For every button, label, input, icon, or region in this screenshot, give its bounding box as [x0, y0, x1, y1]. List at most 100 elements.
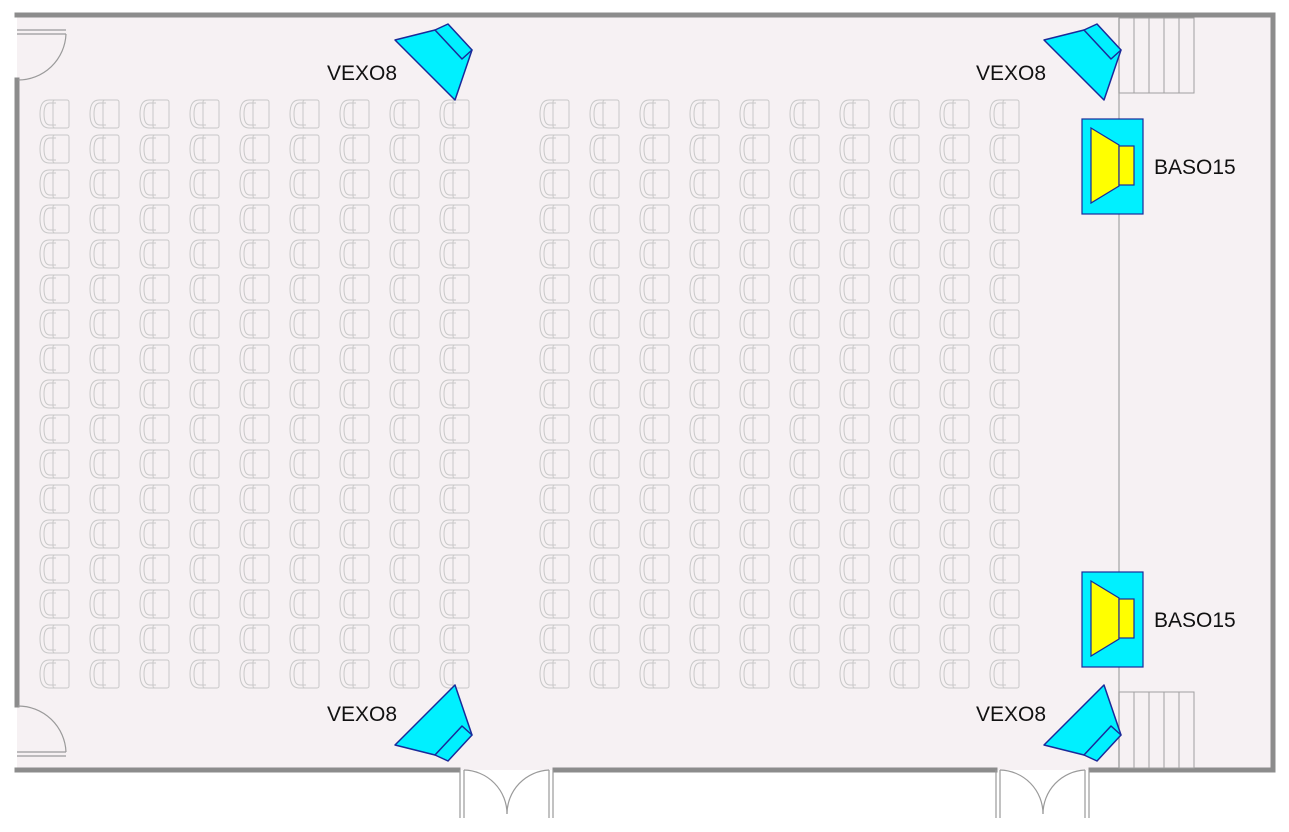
- seat-icon: [439, 589, 470, 619]
- seat-icon: [289, 624, 320, 654]
- seat-icon: [339, 309, 370, 339]
- seat-icon: [39, 204, 70, 234]
- seat-icon: [589, 624, 620, 654]
- seat-icon: [39, 659, 70, 689]
- door-icon: [17, 705, 67, 757]
- seat-icon: [989, 379, 1020, 409]
- seat-icon: [39, 414, 70, 444]
- seat-icon: [189, 134, 220, 164]
- speaker-icon[interactable]: [394, 23, 473, 101]
- seating-area: [39, 99, 1020, 689]
- seat-icon: [239, 99, 270, 129]
- seat-icon: [339, 484, 370, 514]
- seat-icon: [739, 484, 770, 514]
- seat-icon: [889, 519, 920, 549]
- subwoofer-icon[interactable]: [1081, 118, 1144, 215]
- seat-icon: [389, 204, 420, 234]
- seat-icon: [839, 239, 870, 269]
- seat-icon: [239, 344, 270, 374]
- speaker-icon[interactable]: [1043, 684, 1122, 762]
- seat-icon: [939, 484, 970, 514]
- seat-icon: [689, 589, 720, 619]
- seat-icon: [339, 379, 370, 409]
- seat-icon: [239, 379, 270, 409]
- seat-icon: [889, 624, 920, 654]
- seat-icon: [289, 274, 320, 304]
- seat-icon: [589, 414, 620, 444]
- seat-icon: [639, 274, 670, 304]
- seat-icon: [789, 484, 820, 514]
- seat-icon: [189, 344, 220, 374]
- seat-icon: [839, 379, 870, 409]
- seat-icon: [889, 134, 920, 164]
- seat-icon: [689, 239, 720, 269]
- speaker-icon[interactable]: [394, 684, 473, 762]
- seat-icon: [789, 134, 820, 164]
- seat-icon: [839, 484, 870, 514]
- seat-icon: [239, 169, 270, 199]
- seat-icon: [289, 484, 320, 514]
- seat-icon: [139, 309, 170, 339]
- seat-icon: [789, 624, 820, 654]
- seat-icon: [289, 99, 320, 129]
- seat-icon: [139, 519, 170, 549]
- seat-icon: [539, 449, 570, 479]
- seat-icon: [439, 414, 470, 444]
- seat-icon: [939, 169, 970, 199]
- seat-icon: [239, 134, 270, 164]
- seat-icon: [539, 519, 570, 549]
- seat-icon: [889, 239, 920, 269]
- seat-icon: [639, 169, 670, 199]
- seat-icon: [839, 344, 870, 374]
- seat-icon: [889, 344, 920, 374]
- seat-icon: [689, 204, 720, 234]
- seat-icon: [839, 99, 870, 129]
- seat-icon: [639, 379, 670, 409]
- seat-icon: [939, 239, 970, 269]
- seat-icon: [539, 379, 570, 409]
- seat-icon: [339, 344, 370, 374]
- seat-icon: [139, 379, 170, 409]
- seat-icon: [989, 309, 1020, 339]
- seat-icon: [389, 344, 420, 374]
- seat-icon: [189, 414, 220, 444]
- seat-icon: [39, 589, 70, 619]
- seat-icon: [689, 449, 720, 479]
- seat-icon: [789, 99, 820, 129]
- seat-icon: [389, 99, 420, 129]
- seat-icon: [889, 169, 920, 199]
- seat-icon: [639, 449, 670, 479]
- seat-icon: [389, 274, 420, 304]
- seat-icon: [789, 414, 820, 444]
- seat-icon: [139, 449, 170, 479]
- seat-icon: [39, 99, 70, 129]
- seat-icon: [939, 134, 970, 164]
- seat-icon: [389, 554, 420, 584]
- seat-icon: [589, 204, 620, 234]
- seat-icon: [689, 624, 720, 654]
- seat-icon: [89, 344, 120, 374]
- speaker-icon[interactable]: [1043, 23, 1122, 101]
- seat-icon: [139, 484, 170, 514]
- seat-icon: [939, 414, 970, 444]
- seat-icon: [89, 204, 120, 234]
- seat-icon: [339, 169, 370, 199]
- seat-icon: [189, 274, 220, 304]
- seat-icon: [139, 344, 170, 374]
- seat-icon: [689, 309, 720, 339]
- seat-icon: [739, 414, 770, 444]
- seat-icon: [989, 624, 1020, 654]
- seat-icon: [989, 414, 1020, 444]
- seat-icon: [139, 204, 170, 234]
- seat-icon: [689, 414, 720, 444]
- seat-icon: [339, 239, 370, 269]
- seat-icon: [839, 414, 870, 444]
- seat-icon: [589, 449, 620, 479]
- seat-icon: [639, 99, 670, 129]
- seat-icon: [139, 659, 170, 689]
- seat-icon: [989, 519, 1020, 549]
- seat-icon: [989, 589, 1020, 619]
- subwoofer-icon[interactable]: [1081, 571, 1144, 668]
- seat-icon: [89, 379, 120, 409]
